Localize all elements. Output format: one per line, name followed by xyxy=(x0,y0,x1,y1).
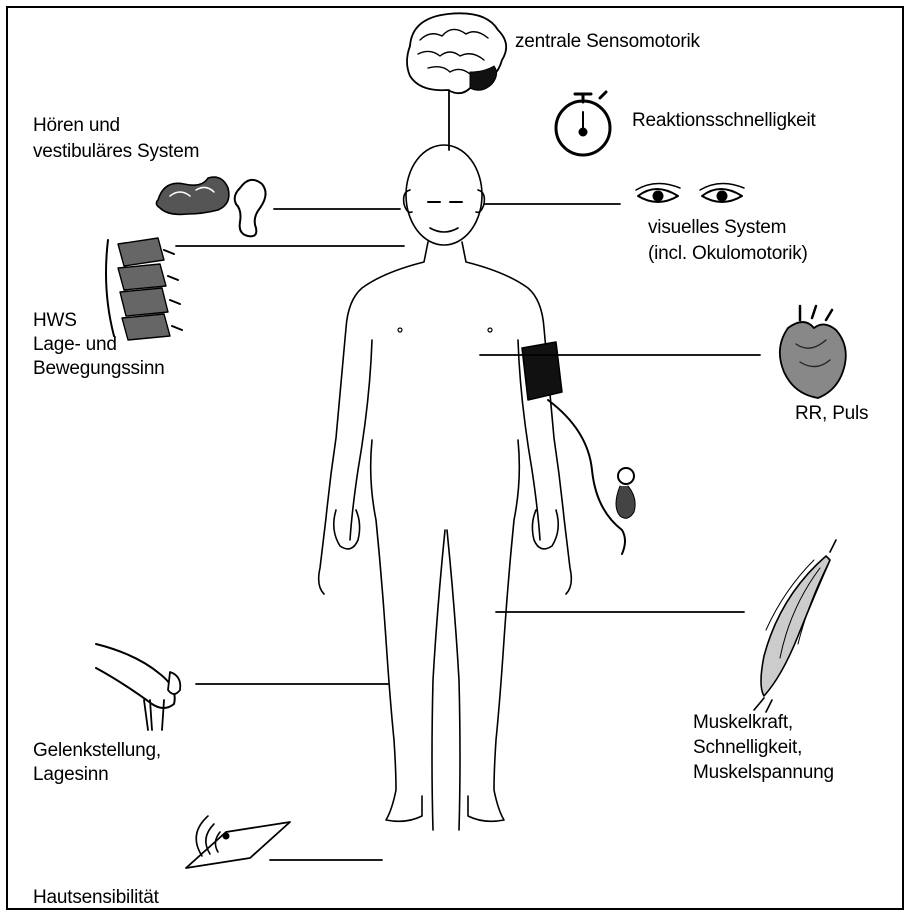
label-muscle-line1: Muskelkraft, xyxy=(693,711,793,735)
label-hearing-line1: Hören und xyxy=(33,114,120,138)
left-hand xyxy=(334,510,360,549)
label-skin: Hautsensibilität xyxy=(33,886,159,910)
connector-lines xyxy=(176,90,760,860)
knee-joint-icon xyxy=(96,644,180,730)
label-joint-line1: Gelenkstellung, xyxy=(33,739,161,763)
label-hearing-line2: vestibuläres System xyxy=(33,140,199,164)
label-reaction: Reaktionsschnelligkeit xyxy=(632,109,816,133)
label-rr-puls: RR, Puls xyxy=(795,402,868,426)
label-muscle-line2: Schnelligkeit, xyxy=(693,736,802,760)
label-muscle-line3: Muskelspannung xyxy=(693,761,834,785)
heart-icon xyxy=(780,306,846,398)
label-central: zentrale Sensomotorik xyxy=(515,30,700,54)
label-visual-line2: (incl. Okulomotorik) xyxy=(648,242,808,266)
inner-left-leg xyxy=(432,530,445,830)
label-hws-line3: Bewegungssinn xyxy=(33,357,165,381)
mouth-outline xyxy=(430,228,458,232)
stopwatch-icon xyxy=(556,92,610,155)
brain-icon xyxy=(407,13,506,93)
left-arm-inner xyxy=(350,340,372,540)
eyes-icon xyxy=(636,183,744,202)
inner-right-leg xyxy=(447,530,460,830)
right-leg-outline xyxy=(468,440,519,821)
right-hand xyxy=(532,510,558,549)
ear-icon xyxy=(156,177,265,236)
left-leg-outline xyxy=(371,440,422,821)
left-torso-outline xyxy=(319,242,428,594)
muscle-icon xyxy=(754,540,836,712)
nipples xyxy=(398,328,492,332)
human-figure xyxy=(319,145,572,830)
label-joint-line2: Lagesinn xyxy=(33,763,109,787)
head-outline xyxy=(406,145,482,245)
label-hws-line1: HWS xyxy=(33,309,77,333)
spine-icon xyxy=(106,238,182,340)
label-hws-line2: Lage- und xyxy=(33,333,117,357)
label-visual-line1: visuelles System xyxy=(648,216,786,240)
